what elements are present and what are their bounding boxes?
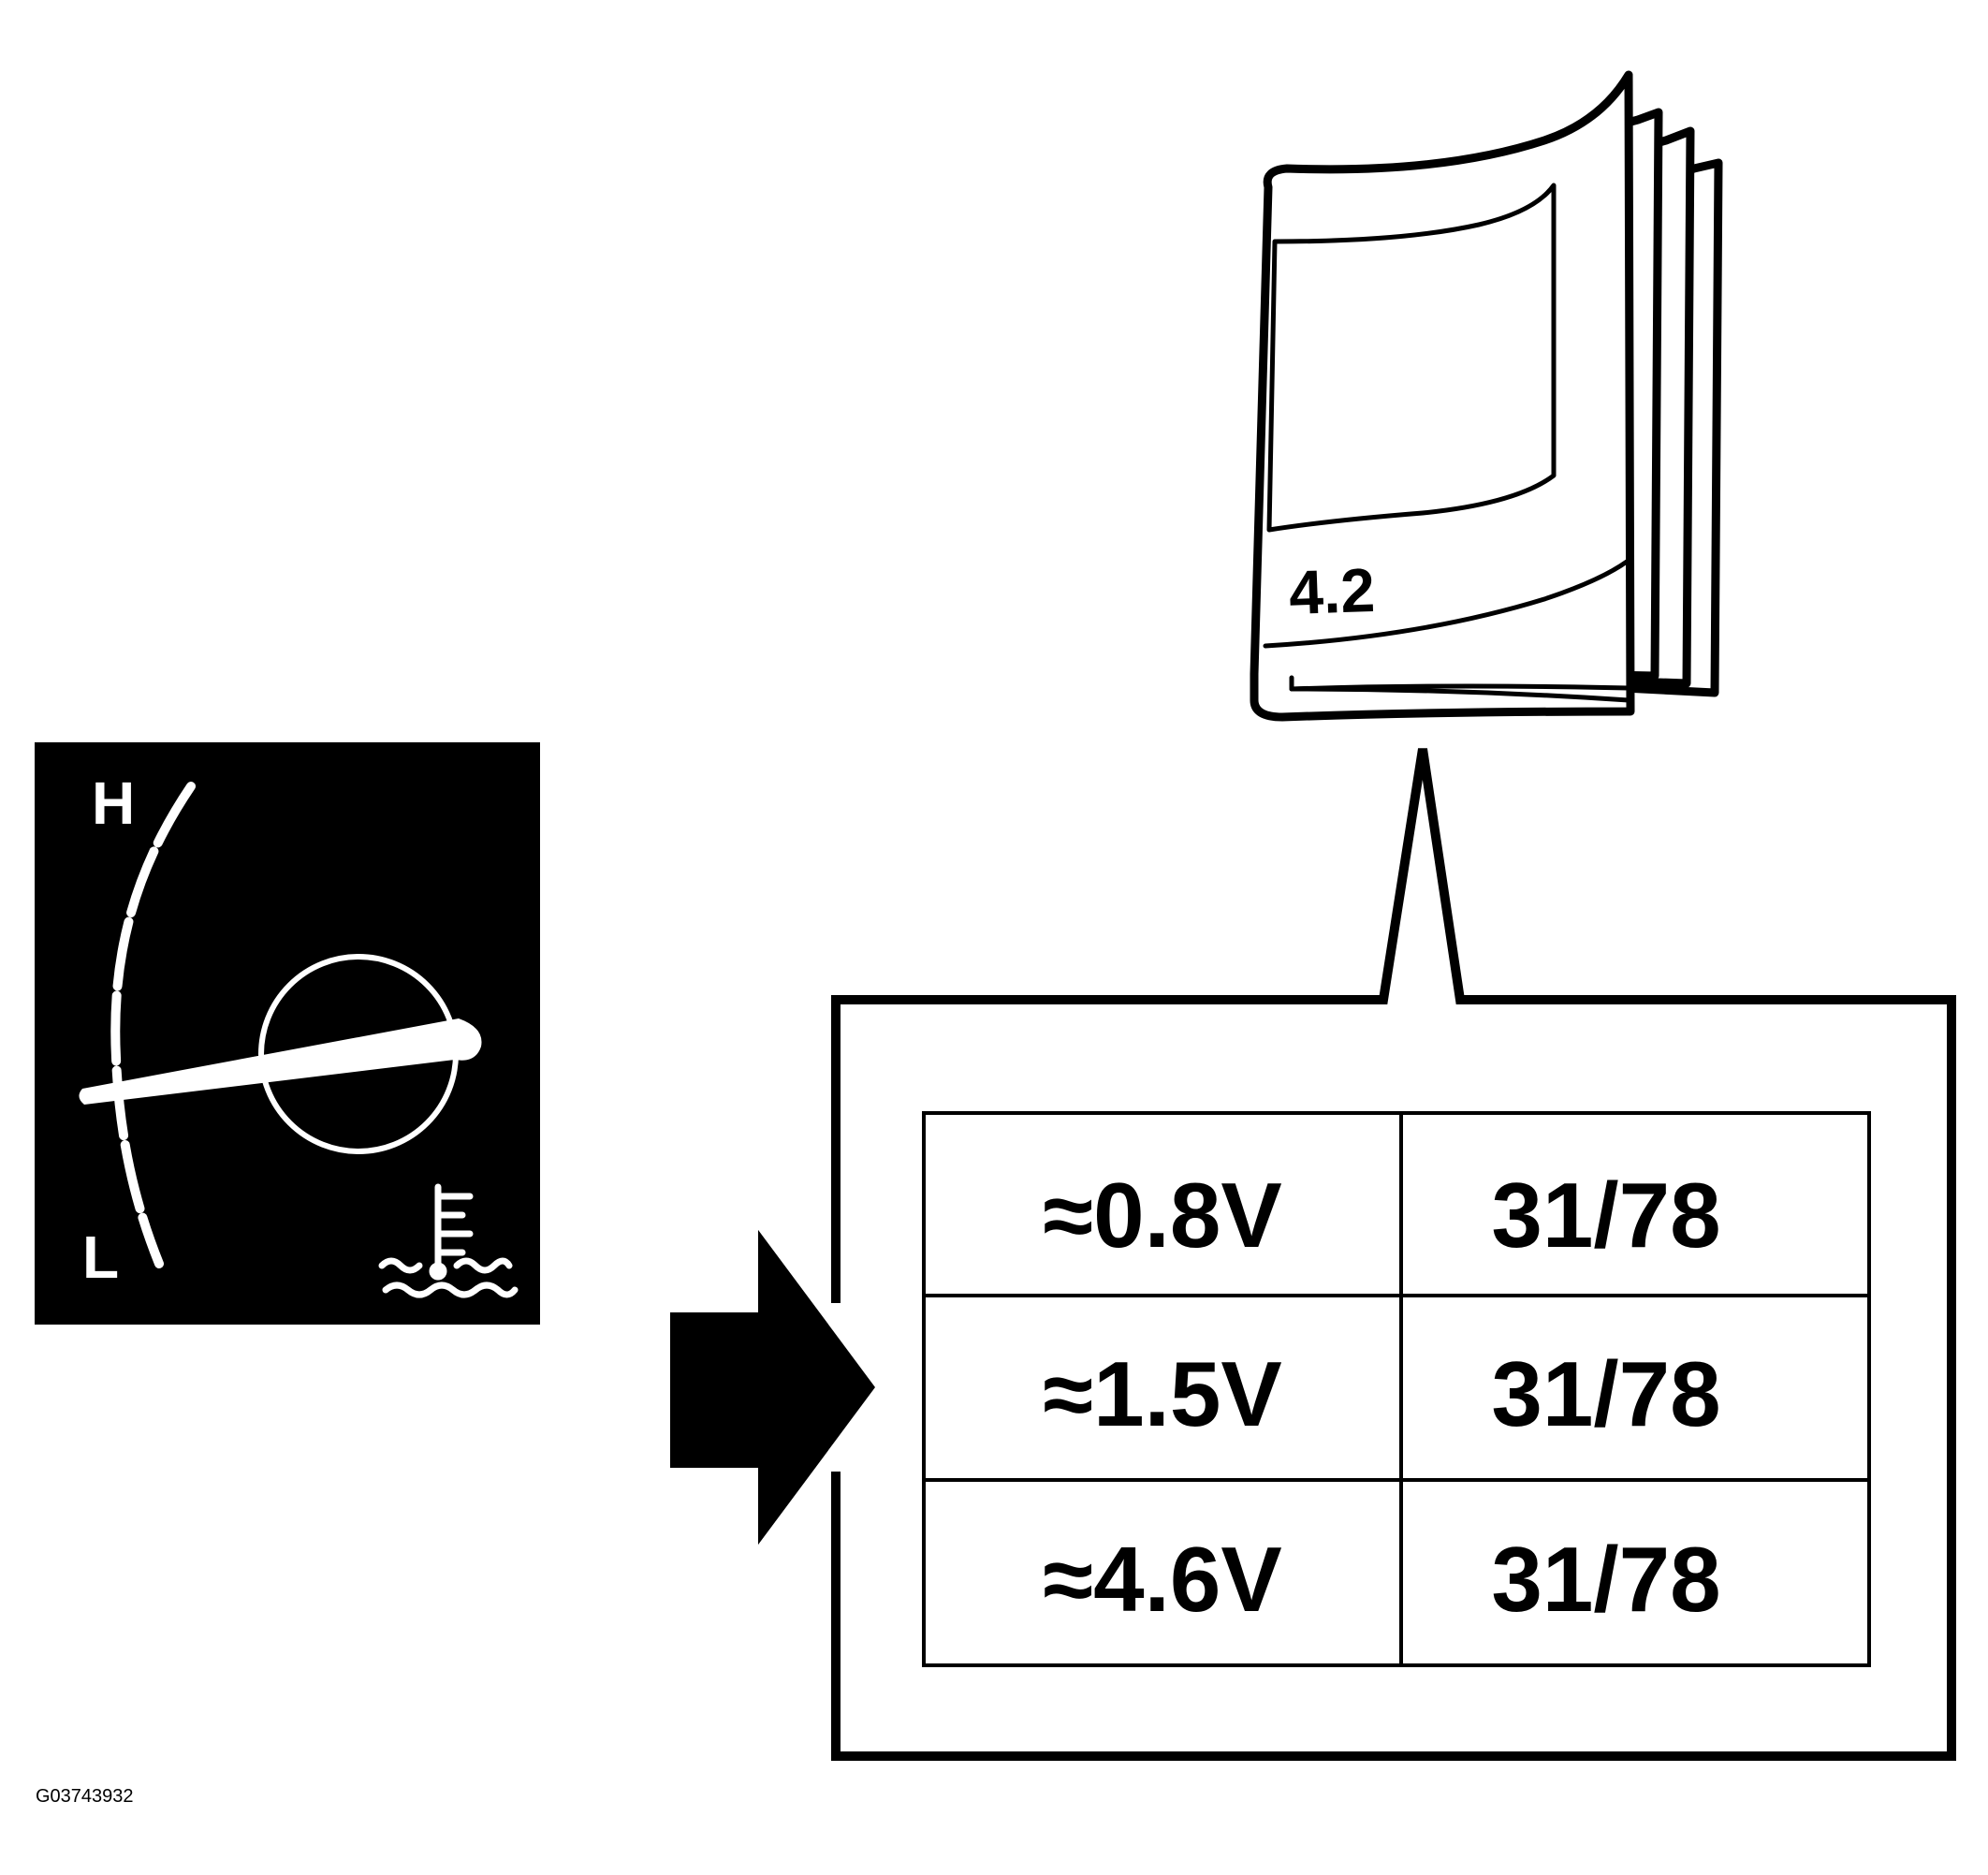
table-row: ≈0.8V 31/78	[1043, 1164, 1720, 1267]
coolant-temperature-icon	[378, 1183, 519, 1298]
table-cell-reference: 31/78	[1491, 1528, 1720, 1631]
voltage-table: ≈0.8V 31/78 ≈1.5V 31/78 ≈4.6V 31/78	[922, 1111, 1871, 1667]
table-cell-reference: 31/78	[1491, 1164, 1720, 1267]
manual-book-icon	[1250, 70, 1723, 722]
table-border	[922, 1111, 1871, 1667]
book-cover-window	[1266, 183, 1557, 533]
table-row: ≈4.6V 31/78	[1043, 1528, 1720, 1631]
gauge-scale-arc	[110, 782, 196, 1268]
gauge-needle	[79, 1018, 482, 1105]
table-cell-voltage: ≈1.5V	[1043, 1342, 1281, 1445]
table-cell-voltage: ≈0.8V	[1043, 1164, 1281, 1267]
table-cell-voltage: ≈4.6V	[1043, 1528, 1281, 1631]
callout-box	[758, 748, 1956, 1761]
table-cell-reference: 31/78	[1491, 1342, 1720, 1445]
figure-id: G03743932	[36, 1786, 134, 1807]
gauge-low-label: L	[82, 1223, 119, 1291]
gauge-high-label: H	[92, 769, 135, 837]
callout-outline	[831, 748, 1956, 1761]
manual-label: 4.2	[1288, 555, 1376, 627]
coolant-gauge: H L	[35, 742, 540, 1325]
table-row: ≈1.5V 31/78	[1043, 1342, 1720, 1445]
